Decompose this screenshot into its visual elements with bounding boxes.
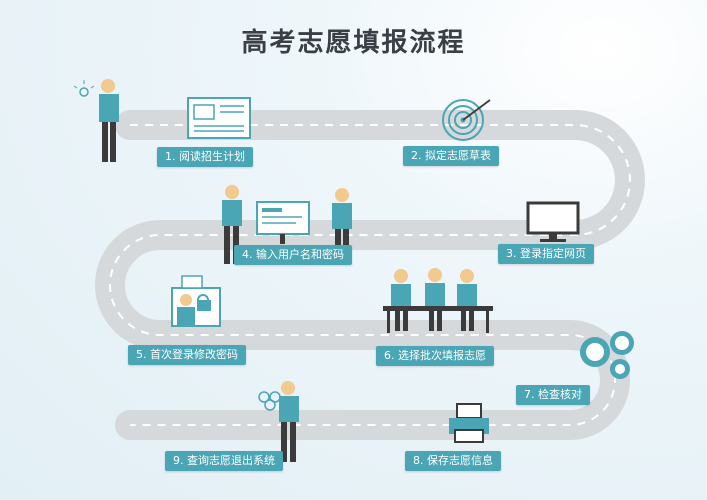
step-6-label: 6. 选择批次填报志愿 — [376, 346, 494, 366]
monitor-icon — [526, 201, 580, 242]
road-center-line — [109, 124, 631, 426]
step-8-label: 8. 保存志愿信息 — [405, 451, 501, 471]
group-table-icon — [383, 268, 493, 333]
step-3-label: 3. 登录指定网页 — [498, 244, 594, 264]
page-title: 高考志愿填报流程 — [241, 28, 466, 58]
thinking-person-icon — [73, 79, 119, 162]
target-icon — [442, 99, 491, 141]
network-person-icon — [258, 381, 299, 462]
step-4-label: 4. 输入用户名和密码 — [234, 245, 352, 265]
step-5-label: 5. 首次登录修改密码 — [128, 345, 246, 365]
road — [95, 110, 645, 440]
step-1-label: 1. 阅读招生计划 — [157, 147, 253, 167]
step-2-label: 2. 拟定志愿草表 — [403, 146, 499, 166]
printer-icon — [449, 403, 489, 443]
login-screen-icon — [256, 201, 310, 244]
password-lock-icon — [171, 275, 221, 327]
document-icon — [187, 97, 251, 139]
gears-icon — [580, 331, 634, 379]
step-7-label: 7. 检查核对 — [516, 385, 590, 405]
presenter-person-icon — [222, 185, 242, 264]
step-9-label: 9. 查询志愿退出系统 — [165, 451, 283, 471]
